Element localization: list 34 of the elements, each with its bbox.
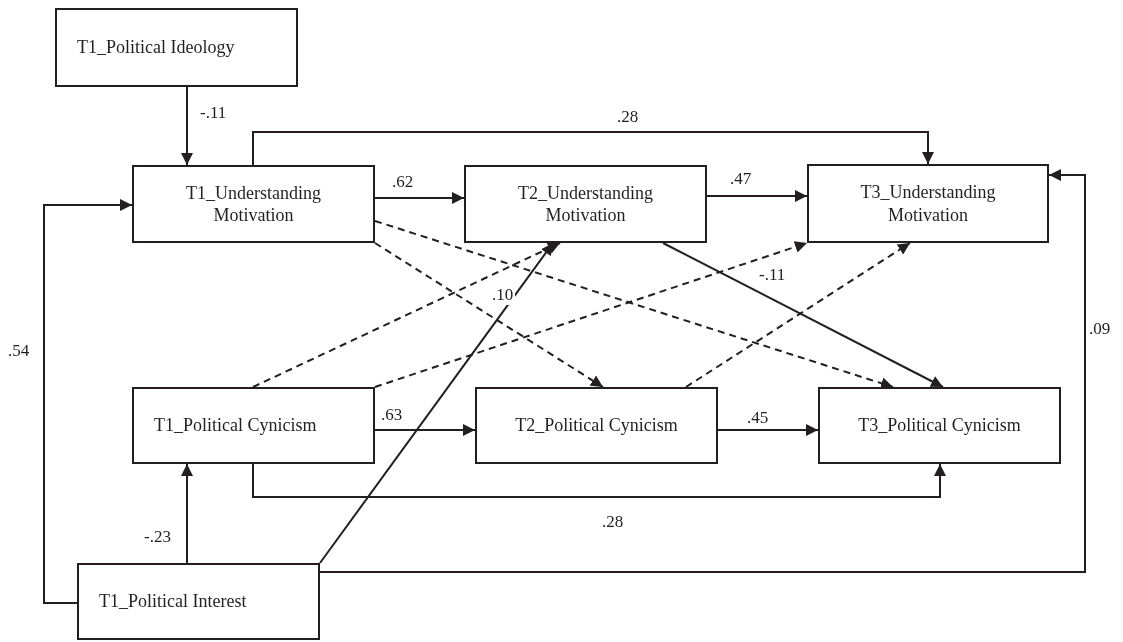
variable-box xyxy=(475,387,718,464)
variable-name: T1_Political Interest xyxy=(99,590,247,613)
arrow xyxy=(706,190,808,202)
variable-box xyxy=(818,387,1061,464)
variable-name: T3_Understanding Motivation xyxy=(859,181,997,226)
arrow xyxy=(252,463,946,498)
arrow xyxy=(374,424,476,436)
arrow xyxy=(181,463,193,564)
arrow xyxy=(252,131,934,166)
variable-name: T1_Political Cynicism xyxy=(154,414,317,437)
arrow xyxy=(662,242,944,388)
variable-box xyxy=(132,165,375,243)
arrow xyxy=(181,86,193,166)
arrow xyxy=(319,169,1086,573)
arrow xyxy=(319,242,554,564)
dashed-arrow xyxy=(685,242,911,388)
arrow xyxy=(43,199,133,604)
arrow xyxy=(717,424,819,436)
arrow xyxy=(374,192,465,204)
variable-box xyxy=(77,563,320,640)
variable-box xyxy=(132,387,375,464)
dashed-arrow xyxy=(252,242,561,388)
variable-name: T2_Political Cynicism xyxy=(515,414,678,437)
variable-name: T2_Understanding Motivation xyxy=(517,181,654,227)
variable-name: T3_Political Cynicism xyxy=(858,414,1021,437)
variable-box xyxy=(464,165,707,243)
path-coefficient: .10 xyxy=(490,286,516,305)
dashed-arrow xyxy=(374,241,808,388)
dashed-arrow xyxy=(374,242,604,388)
dashed-arrow xyxy=(374,220,894,390)
variable-box xyxy=(807,164,1049,243)
variable-name: T1_Understanding Motivation xyxy=(185,181,322,227)
variable-name: T1_Political Ideology xyxy=(77,36,235,59)
variable-box xyxy=(55,8,298,87)
